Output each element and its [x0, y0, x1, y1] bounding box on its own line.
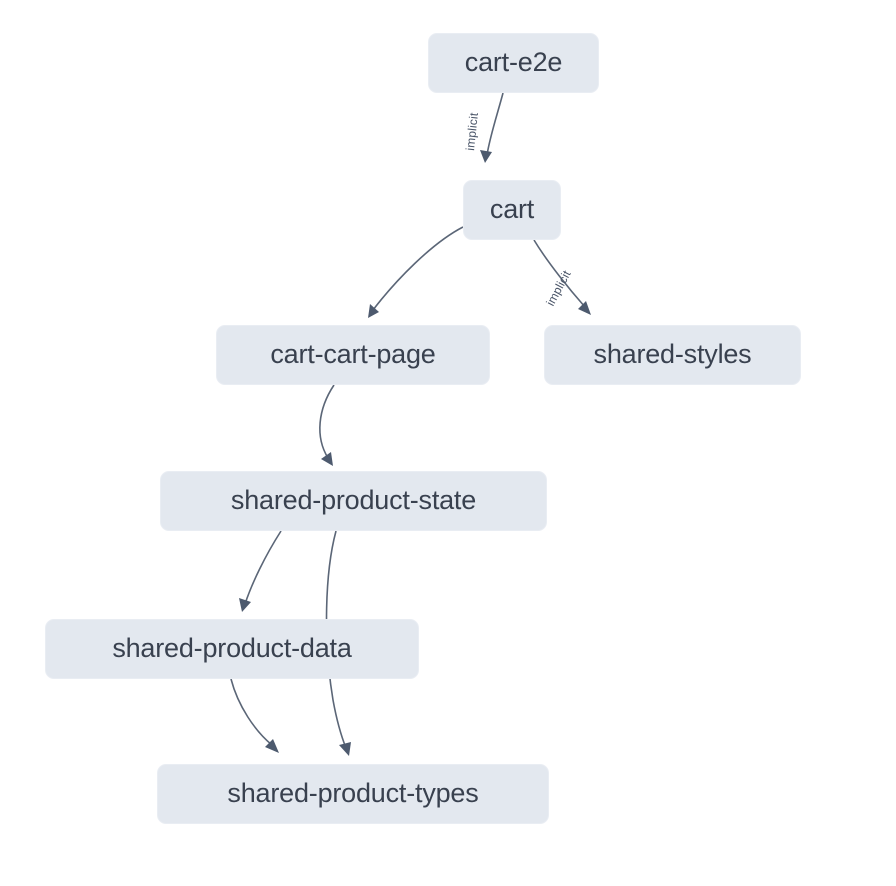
edge-path: [533, 239, 586, 308]
node-shared-product-types[interactable]: shared-product-types: [157, 764, 549, 824]
edge-cart-to-shared-styles: [533, 239, 591, 315]
arrowhead-icon: [339, 742, 351, 756]
node-label: cart: [489, 193, 535, 224]
edge-cart-cart-page-to-shared-product-state: [319, 384, 335, 466]
node-cart[interactable]: cart: [463, 180, 561, 240]
arrowhead-icon: [578, 301, 591, 315]
edge-cart-to-cart-cart-page: [368, 226, 464, 318]
node-cart-cart-page[interactable]: cart-cart-page: [216, 325, 490, 385]
node-shared-product-state[interactable]: shared-product-state: [160, 471, 547, 531]
node-shared-styles[interactable]: shared-styles: [544, 325, 801, 385]
edge-path: [244, 530, 282, 605]
edge-cart-e2e-to-cart: [480, 92, 504, 163]
node-label: shared-product-data: [112, 632, 352, 663]
node-cart-e2e[interactable]: cart-e2e: [428, 33, 599, 93]
edge-label-implicit-cart-shared-styles: implicit: [543, 268, 574, 309]
node-label: shared-styles: [593, 338, 752, 369]
arrowhead-icon: [368, 304, 379, 318]
arrowhead-icon: [480, 150, 492, 163]
edge-shared-product-state-to-shared-product-data: [239, 530, 282, 612]
edge-path: [230, 678, 273, 746]
edge-path: [372, 226, 464, 311]
node-label: cart-cart-page: [270, 338, 436, 369]
arrowhead-icon: [321, 452, 333, 466]
node-label: shared-product-types: [227, 777, 479, 808]
edge-shared-product-data-to-shared-product-types: [230, 678, 279, 753]
arrowhead-icon: [239, 598, 251, 612]
edge-label-implicit-cart-e2e-cart: implicit: [463, 111, 481, 151]
node-label: shared-product-state: [230, 484, 477, 515]
arrowhead-icon: [265, 739, 279, 753]
node-label: cart-e2e: [464, 46, 563, 77]
edge-path: [486, 92, 504, 156]
node-shared-product-data[interactable]: shared-product-data: [45, 619, 419, 679]
edge-path: [319, 384, 335, 459]
